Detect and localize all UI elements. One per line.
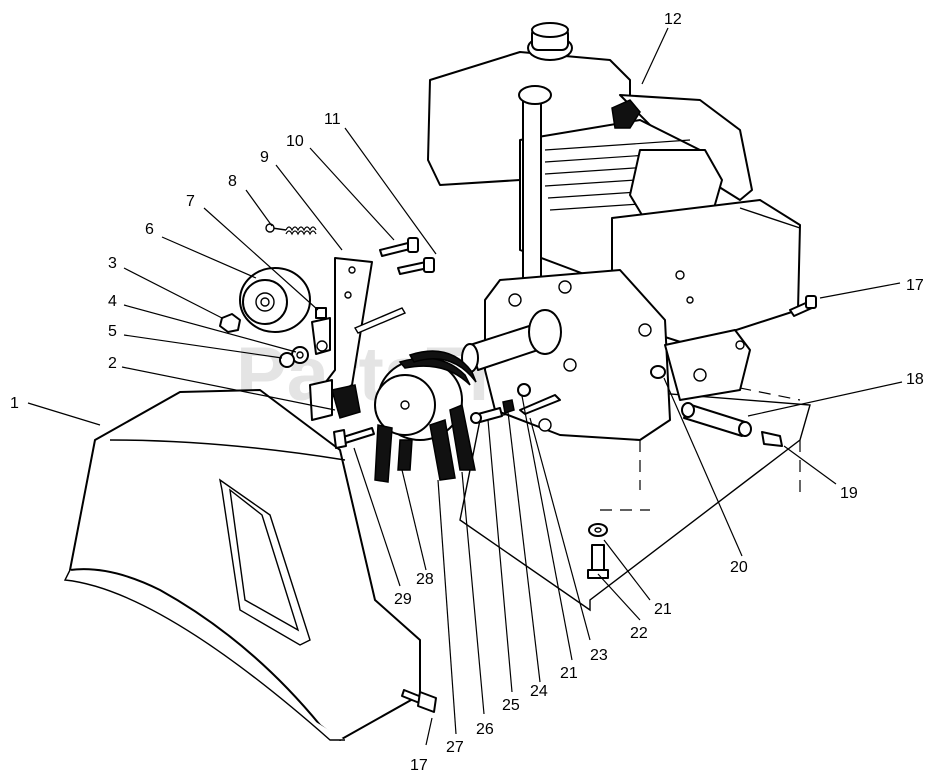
- callout-2: 2: [108, 355, 117, 372]
- bolt-22: [587, 523, 609, 579]
- stud-18: [681, 402, 752, 437]
- pivot-rod: [353, 307, 407, 334]
- bolt-20: [650, 365, 666, 379]
- callout-23: 23: [590, 647, 608, 664]
- callout-1: 1: [10, 395, 19, 412]
- callout-8: 8: [228, 173, 237, 190]
- callout-labels: 1 2 3 4 5 6 7 8 9 10 11 12 17 17 18 19 2…: [10, 11, 924, 774]
- callout-3: 3: [108, 255, 117, 272]
- bolt-17-right: [789, 295, 817, 317]
- callout-25: 25: [502, 697, 520, 714]
- callout-9: 9: [260, 149, 269, 166]
- nut-19: [761, 431, 783, 447]
- callout-22: 22: [630, 625, 648, 642]
- idler-pulley: [239, 267, 311, 333]
- leader-lines: [27, 27, 903, 746]
- belt-keeper-2: [309, 379, 361, 421]
- nut-3: [219, 313, 241, 333]
- callout-4: 4: [108, 293, 117, 310]
- belt-cover: [63, 389, 421, 741]
- belt-28: [374, 424, 413, 483]
- belt-26: [449, 403, 476, 471]
- belt-27: [429, 419, 456, 481]
- callout-10: 10: [286, 133, 304, 150]
- callout-19: 19: [840, 485, 858, 502]
- callout-18: 18: [906, 371, 924, 388]
- callout-5: 5: [108, 323, 117, 340]
- callout-7: 7: [186, 193, 195, 210]
- callout-6: 6: [145, 221, 154, 238]
- callout-24: 24: [530, 683, 548, 700]
- callout-28: 28: [416, 571, 434, 588]
- shaft-hardware: [470, 383, 561, 424]
- bolt-29: [333, 427, 375, 449]
- bolt-10: [379, 237, 419, 257]
- engine: [427, 22, 801, 441]
- callout-20: 20: [730, 559, 748, 576]
- callout-21-right: 21: [654, 601, 672, 618]
- callout-17-right: 17: [906, 277, 924, 294]
- callout-26: 26: [476, 721, 494, 738]
- callout-17-bottom: 17: [410, 757, 428, 774]
- callout-11: 11: [324, 111, 341, 128]
- washer-4: [291, 346, 309, 364]
- bolt-11: [397, 257, 435, 275]
- spacer-5: [279, 352, 295, 368]
- spring-8: [265, 223, 317, 236]
- callout-21-left: 21: [560, 665, 578, 682]
- engine-pulley: [374, 350, 477, 441]
- callout-27: 27: [446, 739, 464, 756]
- callout-29: 29: [394, 591, 412, 608]
- bolt-17-bottom: [401, 689, 437, 713]
- callout-12: 12: [664, 11, 682, 28]
